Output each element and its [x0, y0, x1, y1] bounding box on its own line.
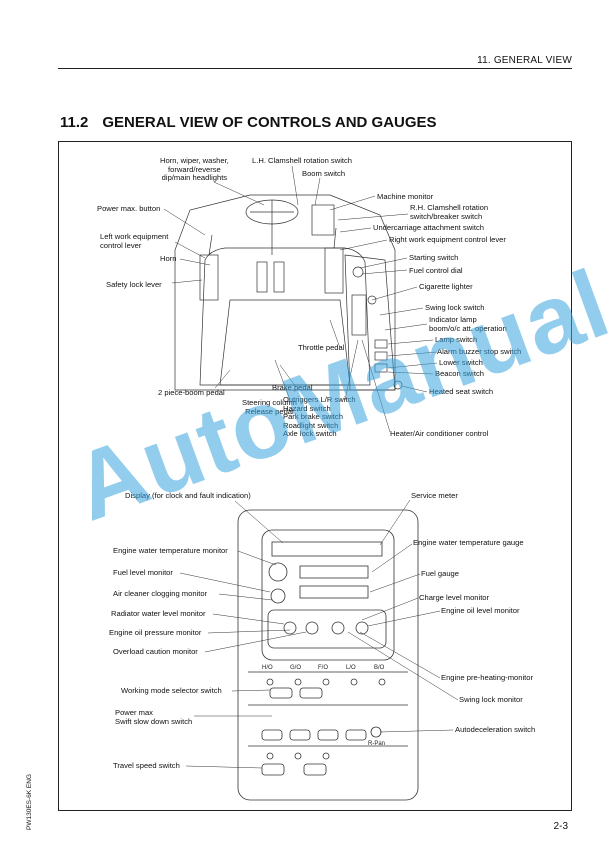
lower-leader-lines	[179, 499, 459, 769]
label-engine-oil-level: Engine oil level monitor	[441, 606, 520, 615]
label-brake-pedal: Brake pedal	[272, 383, 313, 392]
upper-leader-lines	[163, 165, 438, 433]
monitor-panel-drawing	[237, 509, 419, 801]
label-swing-lock-switch: Swing lock switch	[425, 303, 485, 312]
mode-button-go: G/O	[290, 665, 302, 671]
figure-frame	[58, 141, 572, 811]
label-engine-preheating: Engine pre-heating-monitor	[441, 673, 534, 682]
mode-led-5	[378, 678, 386, 686]
label-steering-column: Steering column Release pedal	[242, 398, 297, 416]
fuel-lamp	[270, 588, 286, 604]
panel-housing	[237, 509, 419, 801]
label-two-piece-boom: 2 piece-boom pedal	[158, 388, 225, 397]
section-title-text: GENERAL VIEW OF CONTROLS AND GAUGES	[102, 114, 437, 131]
left-lever-drawing	[199, 254, 219, 301]
water-temp-bar	[299, 565, 369, 579]
warning-lamp-strip	[267, 609, 387, 649]
mode-button-ho: H/O	[262, 665, 273, 671]
label-display: Display (for clock and fault indication)	[125, 491, 251, 500]
label-power-max-button: Power max. button	[97, 204, 161, 213]
section-number: 11.2	[60, 114, 89, 131]
label-service-meter: Service meter	[411, 491, 458, 500]
pedal-1	[256, 261, 268, 293]
label-swing-lock-monitor: Swing lock monitor	[459, 695, 523, 704]
label-horn-wiper: Horn, wiper, washer, forward/reverse dip…	[160, 156, 229, 183]
label-travel-speed: Travel speed switch	[113, 761, 180, 770]
label-beacon-switch: Beacon switch	[435, 369, 484, 378]
r-pan-caption: R-Pan	[368, 741, 386, 747]
label-heated-seat: Heated seat switch	[429, 387, 494, 396]
label-fuel-dial: Fuel control dial	[409, 266, 463, 275]
label-indicator-lamp: Indicator lamp boom/o/c att. operation	[429, 315, 507, 333]
mode-led-3	[322, 678, 330, 686]
gauge-cluster-frame	[261, 529, 395, 661]
mode-button-bo: B/O	[374, 665, 385, 671]
label-undercarriage: Undercarriage attachment switch	[373, 223, 485, 232]
label-heater-ac: Heater/Air conditioner control	[390, 429, 489, 438]
label-charge-level: Charge level monitor	[419, 593, 490, 602]
label-fuel-gauge: Fuel gauge	[421, 569, 459, 578]
label-outriggers-group: Outriggers L/R switch Hazard switch Park…	[283, 395, 356, 439]
mode-led-2	[294, 678, 302, 686]
label-boom-switch: Boom switch	[302, 169, 346, 178]
label-alarm-buzzer: Alarm buzzer stop switch	[437, 347, 522, 356]
lcd-display	[271, 541, 383, 557]
label-machine-monitor: Machine monitor	[377, 192, 434, 201]
cab-drawing	[174, 194, 403, 391]
label-power-max-swift: Power max Swift slow down switch	[115, 708, 193, 726]
label-lamp-switch: Lamp switch	[435, 335, 478, 344]
label-right-work-lever: Right work equipment control lever	[389, 235, 506, 244]
label-rh-clamshell: R.H. Clamshell rotation switch/breaker s…	[410, 203, 489, 221]
header-rule	[58, 68, 572, 69]
machine-monitor-drawing	[311, 204, 335, 236]
label-starting-switch: Starting switch	[409, 253, 459, 262]
label-eng-water-temp-gauge: Engine water temperature gauge	[413, 538, 524, 547]
pedal-2	[273, 261, 285, 293]
label-lh-clamshell: L.H. Clamshell rotation switch	[252, 156, 353, 165]
label-engine-oil-pressure: Engine oil pressure monitor	[109, 628, 202, 637]
right-lever-drawing	[324, 247, 344, 294]
mode-button-fo: F/O	[318, 665, 328, 671]
cab-outline	[174, 194, 396, 391]
section-title: 11.2 GENERAL VIEW OF CONTROLS AND GAUGES	[60, 114, 437, 131]
mode-led-1	[266, 678, 274, 686]
label-lower-switch: Lower switch	[439, 358, 483, 367]
fuel-bar	[299, 585, 369, 599]
label-horn: Horn	[160, 254, 177, 263]
page-number: 2-3	[553, 821, 568, 832]
label-radiator-water: Radiator water level monitor	[111, 609, 206, 618]
label-working-mode: Working mode selector switch	[121, 686, 222, 695]
label-overload-caution: Overload caution monitor	[113, 647, 198, 656]
label-throttle-pedal: Throttle pedal	[298, 343, 345, 352]
right-console	[344, 254, 396, 391]
switch-bank	[351, 294, 367, 336]
label-safety-lock: Safety lock lever	[106, 280, 162, 289]
label-eng-water-temp-monitor: Engine water temperature monitor	[113, 546, 228, 555]
label-autodeceleration: Autodeceleration switch	[455, 725, 536, 734]
label-cigarette-lighter: Cigarette lighter	[419, 282, 473, 291]
mode-button-lo: L/O	[346, 665, 356, 671]
label-left-work-lever: Left work equipment control lever	[100, 232, 169, 250]
header-text: 11. GENERAL VIEW	[477, 55, 572, 66]
water-temp-lamp	[268, 562, 288, 582]
seat-base	[199, 247, 371, 386]
label-air-cleaner: Air cleaner clogging monitor	[113, 589, 208, 598]
side-document-code: PW130ES-6K ENG	[26, 774, 33, 830]
mode-led-4	[350, 678, 358, 686]
label-fuel-level-monitor: Fuel level monitor	[113, 568, 173, 577]
